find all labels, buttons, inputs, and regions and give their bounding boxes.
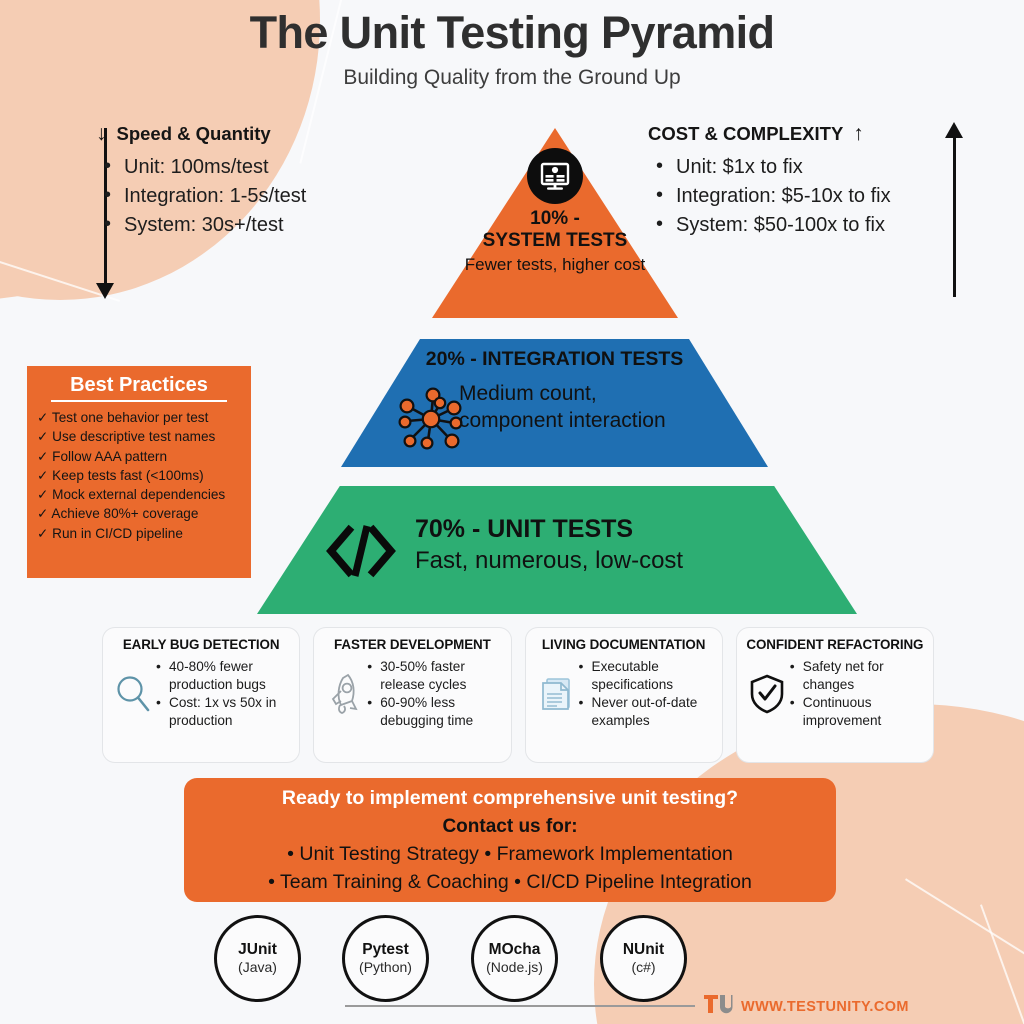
unit-title: 70% - UNIT TESTS [415, 515, 634, 543]
unit-label-group: 70% - UNIT TESTS Fast, numerous, low-cos… [415, 514, 835, 575]
framework-badge-mocha: MOcha (Node.js) [471, 915, 558, 1002]
cta-services-line-1: • Unit Testing Strategy • Framework Impl… [287, 842, 733, 865]
header: The Unit Testing Pyramid Building Qualit… [0, 8, 1024, 90]
framework-name: NUnit [622, 941, 665, 959]
apex-label-group: 10% - SYSTEM TESTS Fewer tests, higher c… [432, 208, 678, 275]
pyramid-layer-integration-tests: 20% - INTEGRATION TESTS [341, 339, 768, 467]
code-brackets-icon [325, 516, 397, 586]
tu-logo-icon [703, 993, 733, 1020]
list-item: 60-90% less debugging time [365, 693, 501, 730]
list-item: Cost: 1x vs 50x in production [154, 693, 290, 730]
pyramid-layer-system-tests: 10% - SYSTEM TESTS Fewer tests, higher c… [432, 128, 678, 318]
cost-complexity-heading: COST & COMPLEXITY ↑ [648, 122, 948, 146]
list-item: Safety net for changes [788, 657, 924, 694]
list-item: 40-80% fewer production bugs [154, 657, 290, 694]
integration-caption: Medium count, component interaction [459, 381, 759, 435]
arrow-up-icon: ↑ [853, 122, 864, 145]
card-title: FASTER DEVELOPMENT [334, 637, 491, 652]
framework-language: (c#) [631, 959, 656, 976]
cost-complexity-heading-label: COST & COMPLEXITY [648, 123, 844, 144]
card-list: Executable specifications Never out-of-d… [577, 657, 713, 730]
list-item: 30-50% faster release cycles [365, 657, 501, 694]
document-icon [535, 665, 577, 723]
network-nodes-icon [393, 379, 469, 455]
framework-badge-junit: JUnit (Java) [214, 915, 301, 1002]
list-item: ✓ Use descriptive test names [37, 429, 216, 445]
unit-caption: Fast, numerous, low-cost [415, 547, 684, 574]
framework-name: MOcha [488, 941, 541, 959]
apex-percent: 10% - [530, 208, 580, 229]
framework-name: JUnit [238, 941, 277, 959]
speed-quantity-panel: ↓ Speed & Quantity Unit: 100ms/test Inte… [96, 122, 396, 240]
pyramid-layer-unit-tests: 70% - UNIT TESTS Fast, numerous, low-cos… [257, 486, 857, 614]
speed-quantity-list: Unit: 100ms/test Integration: 1-5s/test … [96, 153, 396, 239]
cost-arrow-shaft [953, 137, 956, 297]
list-item: Unit: 100ms/test [96, 153, 396, 181]
benefit-card-early-bug-detection: EARLY BUG DETECTION 40-80% fewer product… [102, 627, 301, 763]
benefit-card-faster-development: FASTER DEVELOPMENT 30-50% faster release… [313, 627, 512, 763]
card-title: EARLY BUG DETECTION [122, 637, 280, 652]
benefit-cards: EARLY BUG DETECTION 40-80% fewer product… [102, 627, 934, 763]
framework-row: JUnit (Java) Pytest (Python) MOcha (Node… [214, 915, 814, 1003]
cta-subhead: Contact us for: [442, 815, 578, 837]
list-item: Integration: 1-5s/test [96, 182, 396, 210]
speed-quantity-heading-label: Speed & Quantity [116, 123, 271, 144]
page-title: The Unit Testing Pyramid [249, 7, 775, 58]
framework-language: (Java) [238, 959, 277, 976]
framework-badge-nunit: NUnit (c#) [600, 915, 687, 1002]
integration-title: 20% - INTEGRATION TESTS [425, 348, 684, 370]
list-item: Executable specifications [577, 657, 713, 694]
card-list: 40-80% fewer production bugs Cost: 1x vs… [154, 657, 290, 730]
list-item: System: $50-100x to fix [648, 211, 948, 239]
framework-language: (Python) [359, 959, 412, 976]
magnifier-icon [112, 665, 154, 723]
arrow-down-icon: ↓ [96, 122, 107, 145]
best-practices-box: Best Practices ✓ Test one behavior per t… [27, 366, 251, 578]
list-item: ✓ Mock external dependencies [37, 487, 226, 503]
cta-services-line-2: • Team Training & Coaching • CI/CD Pipel… [268, 870, 752, 893]
monitor-dashboard-icon [527, 148, 583, 204]
card-list: 30-50% faster release cycles 60-90% less… [365, 657, 501, 730]
cost-complexity-panel: COST & COMPLEXITY ↑ Unit: $1x to fix Int… [648, 122, 948, 240]
benefit-card-living-documentation: LIVING DOCUMENTATION [524, 627, 723, 763]
list-item: System: 30s+/test [96, 211, 396, 239]
list-item: ✓ Achieve 80%+ coverage [37, 506, 199, 522]
best-practices-title: Best Practices [51, 374, 227, 402]
list-item: Integration: $5-10x to fix [648, 182, 948, 210]
benefit-card-confident-refactoring: CONFIDENT REFACTORING Safety net for cha… [735, 627, 934, 763]
card-title: CONFIDENT REFACTORING [746, 637, 924, 652]
cost-arrow-head-icon [945, 122, 963, 138]
shield-check-icon [746, 665, 788, 723]
list-item: Unit: $1x to fix [648, 153, 948, 181]
apex-caption: Fewer tests, higher cost [464, 254, 646, 274]
framework-name: Pytest [362, 941, 409, 959]
rocket-icon [323, 665, 365, 723]
card-list: Safety net for changes Continuous improv… [788, 657, 924, 730]
integration-caption-line2: component interaction [459, 408, 666, 432]
cta-banner[interactable]: Ready to implement comprehensive unit te… [184, 778, 836, 902]
cost-complexity-list: Unit: $1x to fix Integration: $5-10x to … [648, 153, 948, 239]
apex-name: SYSTEM TESTS [482, 230, 628, 252]
list-item: ✓ Follow AAA pattern [37, 448, 168, 464]
brand-url[interactable]: WWW.TESTUNITY.COM [741, 998, 909, 1015]
unit-trapezoid-shape [257, 486, 857, 614]
speed-arrow-head-icon [96, 283, 114, 299]
speed-quantity-heading: ↓ Speed & Quantity [96, 122, 396, 146]
cta-headline: Ready to implement comprehensive unit te… [281, 786, 739, 809]
list-item: Continuous improvement [788, 693, 924, 730]
integration-caption-line1: Medium count, [459, 382, 597, 405]
card-title: LIVING DOCUMENTATION [541, 637, 706, 652]
list-item: ✓ Keep tests fast (<100ms) [37, 467, 204, 483]
list-item: ✓ Run in CI/CD pipeline [37, 525, 183, 541]
framework-badge-pytest: Pytest (Python) [342, 915, 429, 1002]
list-item: ✓ Test one behavior per test [37, 410, 209, 425]
best-practices-list: ✓ Test one behavior per test ✓ Use descr… [37, 408, 241, 543]
brand-footer[interactable]: WWW.TESTUNITY.COM [703, 993, 909, 1020]
page-subtitle: Building Quality from the Ground Up [343, 65, 681, 89]
framework-language: (Node.js) [486, 959, 543, 976]
list-item: Never out-of-date examples [577, 693, 713, 730]
footer-divider [345, 1005, 695, 1007]
